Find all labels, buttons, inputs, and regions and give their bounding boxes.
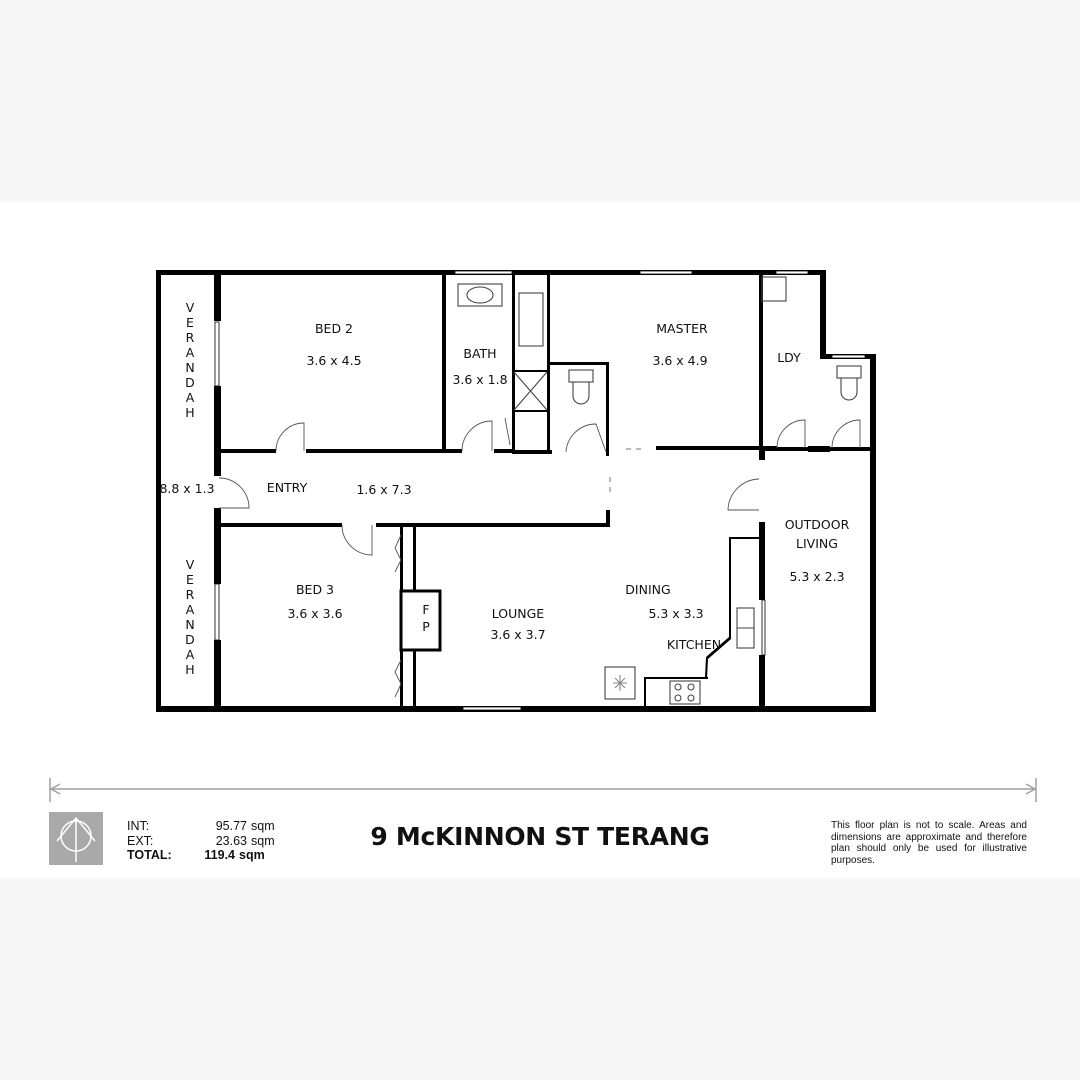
content-band	[0, 202, 1080, 878]
room-size-verandah: 8.8 x 1.3	[159, 481, 214, 496]
svg-text:A: A	[186, 602, 195, 617]
total-unit: sqm	[239, 848, 265, 862]
total-label: TOTAL:	[127, 848, 172, 862]
int-label: INT:	[127, 819, 150, 833]
svg-text:H: H	[185, 662, 194, 677]
address-title: 9 McKINNON ST TERANG	[370, 822, 710, 851]
room-size-bed3: 3.6 x 3.6	[287, 606, 342, 621]
shower-icon	[513, 371, 548, 411]
vanity-icon	[457, 283, 503, 307]
ext-label: EXT:	[127, 833, 154, 848]
room-name-ldy: LDY	[777, 350, 801, 365]
room-name-kitchen: KITCHEN	[667, 637, 721, 652]
wc-toilet-icon	[840, 378, 858, 401]
fp-letter-2: P	[422, 619, 430, 634]
svg-text:A: A	[186, 647, 195, 662]
room-size-lounge: 3.6 x 3.7	[490, 627, 545, 642]
svg-text:D: D	[185, 632, 195, 647]
walls	[156, 270, 876, 712]
verandah-label-top: V E R A N D A H	[185, 300, 195, 420]
disclaimer-text: This floor plan is not to scale. Areas a…	[831, 820, 1027, 866]
room-name-bath: BATH	[463, 346, 496, 361]
room-name-entry: ENTRY	[267, 480, 308, 495]
north-compass-icon	[49, 812, 103, 865]
room-name-bed2: BED 2	[315, 321, 353, 336]
toilet-cistern-icon	[568, 369, 594, 383]
int-unit: sqm	[251, 819, 275, 833]
fixtures	[457, 276, 862, 705]
svg-text:E: E	[186, 572, 194, 587]
room-name-master: MASTER	[656, 321, 708, 336]
laundry-trough-icon	[761, 276, 787, 302]
basin-icon	[466, 286, 494, 304]
svg-text:V: V	[186, 300, 195, 315]
toilet-bowl-icon	[572, 382, 590, 405]
svg-text:R: R	[186, 330, 195, 345]
room-name-dining: DINING	[625, 582, 670, 597]
room-name-lounge: LOUNGE	[492, 606, 545, 621]
svg-text:E: E	[186, 315, 194, 330]
svg-text:N: N	[185, 617, 194, 632]
room-size-dining: 5.3 x 3.3	[648, 606, 703, 621]
room-name-outdoor-1: OUTDOOR	[785, 517, 850, 532]
total-value: 119.4	[204, 848, 235, 862]
verandah-label-bottom: V E R A N D A H	[185, 557, 195, 677]
scale-bar	[49, 778, 1037, 802]
ext-value: 23.63	[215, 833, 247, 848]
room-size-master: 3.6 x 4.9	[652, 353, 707, 368]
room-size-bath: 3.6 x 1.8	[452, 372, 507, 387]
svg-text:D: D	[185, 375, 195, 390]
fan-icon	[613, 675, 627, 691]
bathtub-icon	[518, 292, 544, 347]
ext-unit: sqm	[251, 833, 275, 848]
fp-letter-1: F	[422, 602, 429, 617]
cooktop-icon	[669, 680, 701, 705]
svg-text:R: R	[186, 587, 195, 602]
room-size-entry: 1.6 x 7.3	[356, 482, 411, 497]
svg-text:A: A	[186, 345, 195, 360]
fireplace	[399, 589, 442, 652]
fridge-icon	[604, 666, 636, 700]
svg-text:V: V	[186, 557, 195, 572]
svg-text:A: A	[186, 390, 195, 405]
svg-text:N: N	[185, 360, 194, 375]
windows	[214, 270, 866, 711]
int-value: 95.77	[215, 819, 247, 833]
room-name-outdoor-2: LIVING	[796, 536, 838, 551]
room-name-bed3: BED 3	[296, 582, 334, 597]
open-walls	[609, 448, 646, 495]
svg-text:H: H	[185, 405, 194, 420]
room-size-outdoor: 5.3 x 2.3	[789, 569, 844, 584]
doors[interactable]	[218, 417, 861, 698]
room-size-bed2: 3.6 x 4.5	[306, 353, 361, 368]
